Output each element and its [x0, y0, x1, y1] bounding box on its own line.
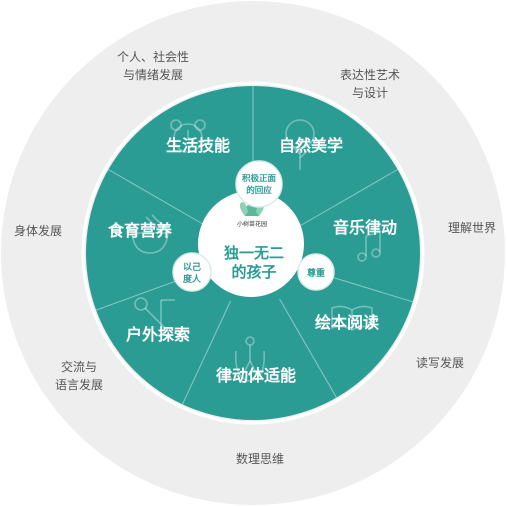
segment-divider-4	[181, 300, 232, 405]
badge-positive-response: 积极正面 的回应	[235, 160, 283, 208]
outer-domain-social-emotional: 个人、社会性 与情绪发展	[98, 48, 208, 84]
segment-label-food-nutrition: 食育营养	[107, 221, 173, 240]
badge-empathy: 以己 度人	[172, 252, 212, 292]
badge-positive-response-line2: 的回应	[246, 185, 272, 196]
segment-label-rhythm-fitness: 律动体适能	[216, 366, 296, 385]
center-title-line1: 独一无二	[224, 244, 284, 262]
segment-icons	[131, 119, 381, 382]
teal-wheel-outline	[81, 81, 425, 425]
segment-divider-6	[108, 169, 208, 227]
outer-domain-communication-language-line1: 交流与	[60, 360, 97, 374]
segment-label-picture-book-reading: 绘本阅读	[315, 313, 379, 332]
outer-domain-social-emotional-line2: 与情绪发展	[122, 68, 183, 82]
segment-divider-1	[298, 169, 398, 227]
outer-domain-physical: 身体发展	[2, 222, 74, 240]
playground-icon	[134, 297, 175, 333]
outer-domain-expressive-arts-line2: 与设计	[351, 86, 388, 100]
badge-respect: 尊重	[297, 253, 335, 291]
segment-label-life-skills: 生活技能	[166, 136, 230, 155]
jump-rope-icon	[234, 336, 266, 382]
outer-domain-social-emotional-line1: 个人、社会性	[116, 50, 189, 64]
segment-divider-3	[279, 298, 337, 398]
outer-domain-physical-line1: 身体发展	[13, 224, 62, 238]
outer-domain-communication-language-line2: 语言发展	[54, 378, 103, 392]
alarm-clock-icon	[170, 119, 206, 153]
outer-domain-understanding-world: 理解世界	[432, 219, 507, 237]
outer-domain-literacy: 读写发展	[400, 354, 480, 372]
badge-positive-response-line1: 积极正面	[242, 173, 277, 184]
outer-domain-literacy-line1: 读写发展	[415, 356, 464, 370]
badge-empathy-line1: 以己	[183, 262, 201, 273]
logo-text: 小树苗花园	[237, 220, 267, 228]
bowl-icon	[131, 214, 169, 254]
center-title-line2: 的孩子	[231, 263, 276, 281]
outer-domain-mathematics: 数理思维	[220, 450, 300, 468]
segment-label-nature-aesthetics: 自然美学	[279, 136, 343, 155]
music-notes-icon	[357, 231, 381, 262]
segment-label-music-movement: 音乐律动	[333, 218, 397, 237]
open-book-icon	[331, 305, 373, 331]
outer-domain-expressive-arts: 表达性艺术 与设计	[320, 66, 420, 102]
tree-icon	[285, 119, 315, 170]
center-circle	[198, 191, 304, 297]
badge-respect-line1: 尊重	[307, 267, 325, 279]
badge-empathy-line2: 度人	[183, 273, 202, 285]
segment-label-outdoor-exploration: 户外探索	[126, 325, 190, 344]
outer-domain-expressive-arts-line1: 表达性艺术	[339, 68, 400, 82]
outer-domain-understanding-world-line1: 理解世界	[447, 221, 496, 235]
outer-domain-mathematics-line1: 数理思维	[235, 452, 284, 466]
outer-domain-communication-language: 交流与 语言发展	[34, 358, 124, 394]
